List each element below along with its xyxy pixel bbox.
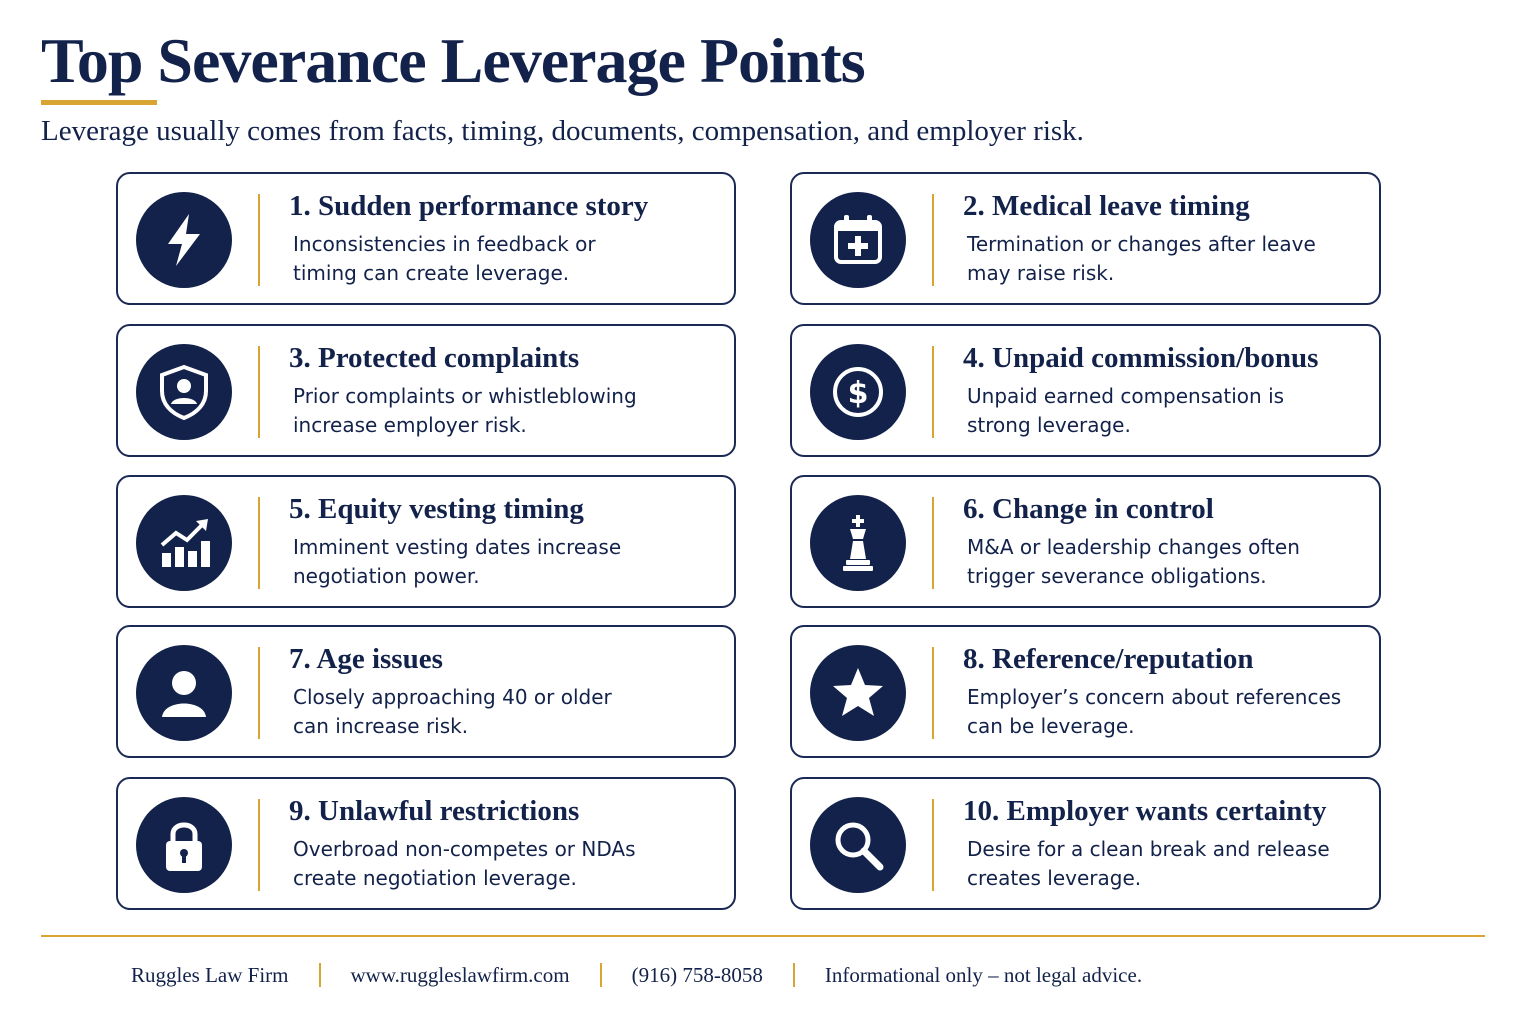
card-title: 1. Sudden performance story [289,190,649,222]
growth-chart-icon [136,495,232,591]
leverage-card-2: 2. Medical leave timing Termination or c… [790,172,1381,305]
card-title: 10. Employer wants certainty [963,795,1327,827]
page-title: Top Severance Leverage Points [41,25,866,96]
card-divider [932,497,934,589]
footer-separator [792,963,795,987]
medical-calendar-icon [810,192,906,288]
leverage-card-8: 8. Reference/reputation Employer’s conce… [790,625,1381,758]
card-divider [932,346,934,438]
leverage-card-3: 3. Protected complaints Prior complaints… [116,324,736,457]
card-title: 6. Change in control [963,493,1214,525]
title-underline [41,100,157,105]
leverage-card-10: 10. Employer wants certainty Desire for … [790,777,1381,910]
leverage-card-7: 7. Age issues Closely approaching 40 or … [116,625,736,758]
card-title: 8. Reference/reputation [963,643,1254,675]
footer-separator [599,963,602,987]
card-title: 2. Medical leave timing [963,190,1250,222]
card-divider [258,647,260,739]
shield-person-icon [136,344,232,440]
card-title: 9. Unlawful restrictions [289,795,580,827]
leverage-card-5: 5. Equity vesting timing Imminent vestin… [116,475,736,608]
leverage-card-4: $ 4. Unpaid commission/bonus Unpaid earn… [790,324,1381,457]
footer-firm-name: Ruggles Law Firm [131,962,289,987]
card-divider [258,497,260,589]
person-icon [136,645,232,741]
chess-king-icon [810,495,906,591]
card-divider [258,194,260,286]
dollar-coin-icon: $ [810,344,906,440]
leverage-card-9: 9. Unlawful restrictions Overbroad non-c… [116,777,736,910]
padlock-icon [136,797,232,893]
page-subtitle: Leverage usually comes from facts, timin… [41,115,1084,147]
card-title: 5. Equity vesting timing [289,493,584,525]
card-divider [932,194,934,286]
magnifying-glass-icon [810,797,906,893]
lightning-bolt-icon [136,192,232,288]
footer-separator [318,963,321,987]
card-title: 3. Protected complaints [289,342,580,374]
card-divider [258,346,260,438]
footer: Ruggles Law Firm www.ruggleslawfirm.com … [131,960,1142,990]
card-divider [932,799,934,891]
leverage-card-6: 6. Change in control M&A or leadership c… [790,475,1381,608]
star-icon [810,645,906,741]
footer-website-link[interactable]: www.ruggleslawfirm.com [350,962,570,987]
card-divider [258,799,260,891]
footer-phone: (916) 758-8058 [631,962,763,987]
footer-rule [41,935,1485,937]
card-divider [932,647,934,739]
card-title: 7. Age issues [289,643,443,675]
footer-disclaimer: Informational only – not legal advice. [824,962,1143,987]
card-title: 4. Unpaid commission/bonus [963,342,1319,374]
leverage-card-1: 1. Sudden performance story Inconsistenc… [116,172,736,305]
svg-text:$: $ [848,376,869,411]
